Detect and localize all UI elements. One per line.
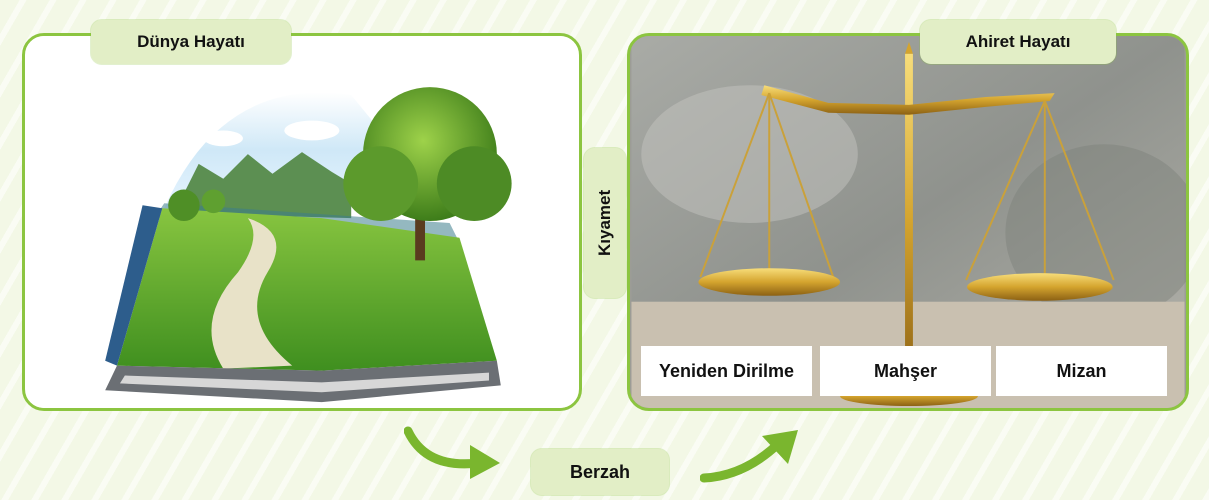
stage-mizan: Mizan [996, 346, 1167, 396]
ahiret-hayati-label: Ahiret Hayatı [920, 20, 1116, 64]
curved-arrow-down-right-icon [404, 426, 500, 479]
dunya-hayati-label: Dünya Hayatı [91, 20, 291, 64]
berzah-label: Berzah [531, 449, 669, 495]
stage-mahser: Mahşer [820, 346, 991, 396]
dunya-panel [22, 33, 582, 411]
open-book-landscape-image [26, 36, 578, 408]
kiyamet-label: Kıyamet [584, 148, 626, 298]
curved-arrow-up-right-icon [700, 430, 798, 483]
stage-yeniden-dirilme: Yeniden Dirilme [641, 346, 812, 396]
